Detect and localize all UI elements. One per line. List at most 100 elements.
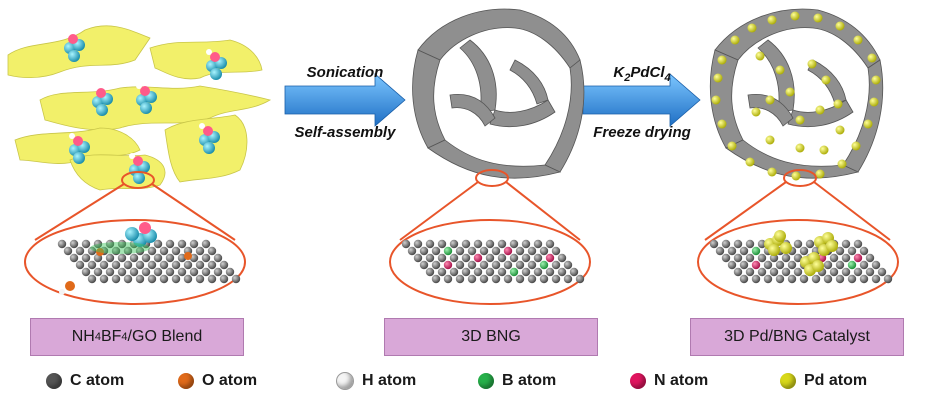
pd-particle — [747, 23, 757, 33]
n-atom — [545, 253, 555, 263]
pd-particle — [745, 157, 755, 167]
b-atom — [443, 246, 453, 256]
c-atom — [69, 239, 79, 249]
n-atom — [503, 246, 513, 256]
c-atom — [195, 246, 205, 256]
freeze-drying-label: Freeze drying — [593, 124, 691, 141]
pd-particle — [813, 13, 823, 23]
c-atom — [775, 274, 785, 284]
c-atom — [835, 246, 845, 256]
c-atom — [829, 253, 839, 263]
c-atom — [859, 246, 869, 256]
c-atom — [87, 260, 97, 270]
c-atom — [509, 239, 519, 249]
c-atom — [437, 253, 447, 263]
pd-particle — [751, 107, 761, 117]
c-atom — [847, 246, 857, 256]
c-atom — [171, 274, 181, 284]
c-atom — [521, 239, 531, 249]
c-atom — [81, 267, 91, 277]
c-atom — [135, 246, 145, 256]
c-atom — [751, 274, 761, 284]
c-atom — [769, 253, 779, 263]
pd-particle — [785, 87, 795, 97]
c-atom — [497, 239, 507, 249]
pd-particle — [837, 159, 847, 169]
sonication-label: Sonication — [306, 64, 384, 81]
c-atom — [551, 260, 561, 270]
pd-particle — [727, 141, 737, 151]
c-atom — [63, 246, 73, 256]
c-atom — [419, 260, 429, 270]
pd-particle — [815, 105, 825, 115]
c-atom — [727, 260, 737, 270]
c-atom — [473, 267, 483, 277]
c-atom — [721, 253, 731, 263]
c-atom — [515, 246, 525, 256]
process-arrow-1 — [284, 73, 406, 127]
k2pdcl4-label: K2PdCl4 — [613, 64, 671, 84]
pd-bng-framework — [709, 8, 884, 181]
b-atom — [847, 260, 857, 270]
c-atom — [57, 239, 67, 249]
c-atom — [183, 260, 193, 270]
pd-particle — [717, 119, 727, 129]
c-atom — [75, 246, 85, 256]
c-atom — [231, 274, 241, 284]
c-atom — [865, 253, 875, 263]
c-atom — [99, 260, 109, 270]
c-atom — [135, 260, 145, 270]
c-atom — [123, 274, 133, 284]
pd-particle — [767, 15, 777, 25]
c-atom — [787, 274, 797, 284]
zoom-callouts — [24, 169, 899, 305]
c-atom — [177, 267, 187, 277]
pd-particle — [717, 55, 727, 65]
process-arrow-2 — [582, 73, 701, 127]
pd-particle — [775, 65, 785, 75]
atom-legend: C atom O atom H atom B atom N atom Pd at… — [0, 364, 925, 398]
n-atom — [443, 260, 453, 270]
legend-item-n: N atom — [630, 364, 708, 398]
c-atom — [533, 239, 543, 249]
legend-item-c: C atom — [46, 364, 124, 398]
pd-particle — [807, 59, 817, 69]
c-atom — [171, 260, 181, 270]
c-atom — [123, 260, 133, 270]
c-atom — [123, 246, 133, 256]
c-atom — [419, 246, 429, 256]
c-atom — [545, 239, 555, 249]
pd-particle — [765, 135, 775, 145]
c-atom — [87, 274, 97, 284]
bng-lattice-zoom — [401, 239, 585, 284]
c-atom — [841, 239, 851, 249]
c-atom — [823, 274, 833, 284]
c-atom — [799, 274, 809, 284]
go-lattice-zoom — [57, 222, 241, 295]
c-atom — [195, 260, 205, 270]
c-atom — [539, 274, 549, 284]
pd-particle — [819, 145, 829, 155]
c-atom — [207, 260, 217, 270]
o-atom — [184, 252, 192, 260]
c-atom-icon — [46, 373, 62, 389]
o-atom — [96, 248, 104, 256]
c-atom — [431, 274, 441, 284]
pd-particle — [765, 95, 775, 105]
legend-item-b: B atom — [478, 364, 556, 398]
c-atom — [497, 253, 507, 263]
c-atom — [865, 267, 875, 277]
c-atom — [497, 267, 507, 277]
c-atom — [727, 246, 737, 256]
c-atom — [527, 246, 537, 256]
c-atom — [479, 246, 489, 256]
c-atom — [69, 253, 79, 263]
c-atom — [165, 239, 175, 249]
c-atom — [455, 246, 465, 256]
c-atom — [491, 246, 501, 256]
pd-particle — [867, 53, 877, 63]
c-atom — [117, 239, 127, 249]
c-atom — [443, 274, 453, 284]
c-atom — [521, 267, 531, 277]
